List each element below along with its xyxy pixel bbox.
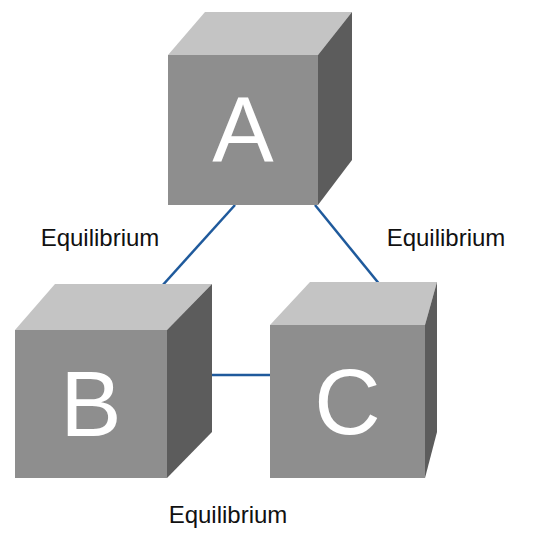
cube-box: C	[270, 282, 437, 478]
cube-face	[318, 12, 352, 205]
cube-face	[15, 330, 167, 478]
cube-face-area: C	[270, 325, 425, 478]
cube-face	[270, 325, 425, 478]
cube-face-area: B	[15, 330, 167, 478]
cube-letter: A	[212, 84, 273, 176]
edge-label: Equilibrium	[169, 501, 288, 529]
cube-letter: C	[314, 356, 380, 448]
cube-face-area: A	[168, 55, 318, 205]
cube-box: B	[15, 284, 212, 478]
edge-label: Equilibrium	[387, 224, 506, 252]
cube-face	[425, 282, 437, 478]
cube-face	[270, 282, 437, 325]
cube-box: A	[168, 12, 352, 205]
edge-label: Equilibrium	[41, 224, 160, 252]
cube-face	[167, 284, 212, 478]
cube-face	[168, 55, 318, 205]
cube-letter: B	[60, 358, 121, 450]
